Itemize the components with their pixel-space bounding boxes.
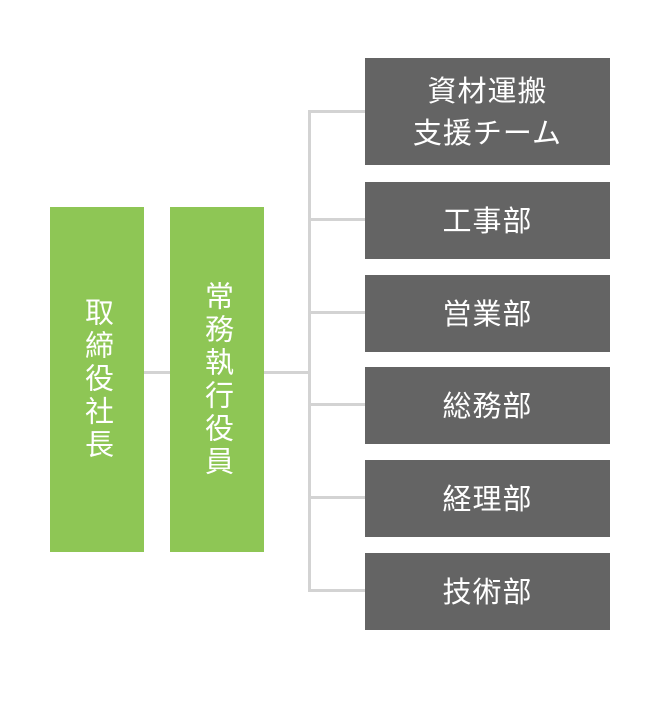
connector-branch-construction [308, 218, 365, 221]
department-technical: 技術部 [365, 553, 610, 630]
department-general-affairs: 総務部 [365, 367, 610, 444]
department-sales: 営業部 [365, 275, 610, 352]
connector-branch-sales [308, 311, 365, 314]
connector-trunk-vertical [308, 110, 311, 592]
department-label: 営業部 [442, 296, 533, 331]
connector-branch-general-affairs [308, 403, 365, 406]
department-construction: 工事部 [365, 182, 610, 259]
connector-president-to-director [143, 371, 171, 374]
department-accounting: 経理部 [365, 460, 610, 537]
connector-branch-accounting [308, 496, 365, 499]
connector-branch-technical [308, 589, 365, 592]
department-label: 資材運搬 [427, 73, 548, 108]
managing-director-label: 常務執行役員 [200, 280, 235, 479]
president-label: 取締役社長 [80, 297, 115, 462]
department-label: 総務部 [442, 388, 533, 423]
department-label: 工事部 [442, 203, 533, 238]
managing-director-box: 常務執行役員 [170, 207, 264, 552]
department-label: 経理部 [442, 481, 533, 516]
department-label: 技術部 [442, 574, 533, 609]
connector-branch-materials [308, 110, 365, 113]
department-label: 支援チーム [412, 115, 563, 150]
department-materials-support: 資材運搬 支援チーム [365, 58, 610, 165]
president-box: 取締役社長 [50, 207, 144, 552]
connector-director-to-trunk [263, 371, 310, 374]
